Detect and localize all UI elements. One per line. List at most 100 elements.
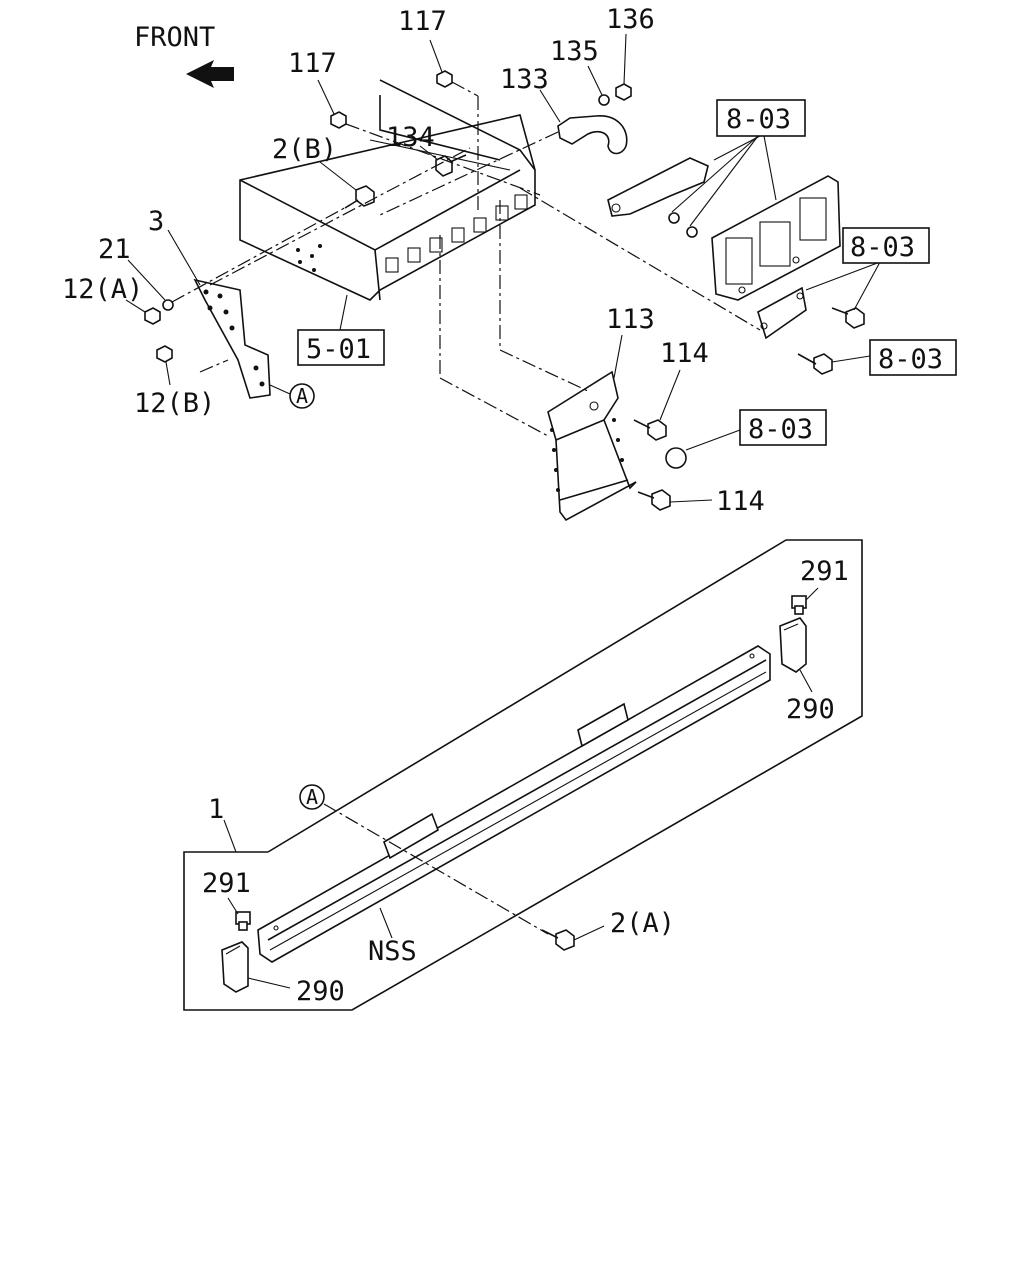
- bracket-3: [193, 278, 271, 399]
- rubber-stopper-291-left: [235, 911, 251, 931]
- cap-grommet: [665, 447, 687, 469]
- svg-text:8-03: 8-03: [878, 344, 943, 375]
- nut-136: [615, 83, 632, 101]
- callout-12a: 12(A): [62, 274, 143, 305]
- leader-8-03-a: [671, 135, 759, 213]
- callout-136: 136: [606, 4, 655, 35]
- leader-113: [613, 334, 623, 379]
- step-assembly-outline: [183, 539, 863, 1011]
- callout-117-top: 117: [398, 6, 447, 37]
- leader-a-upper: [269, 384, 291, 395]
- lamp-bolt-upper: [831, 307, 865, 329]
- ref-box-8-03-right: 8-03: [842, 227, 930, 264]
- leader-8-03-f: [853, 261, 881, 311]
- callout-21: 21: [98, 234, 131, 265]
- rubber-stopper-291-right: [791, 595, 807, 615]
- leader-134: [419, 145, 439, 161]
- front-arrow-icon: [186, 60, 234, 88]
- leader-12b: [165, 361, 171, 386]
- callout-134: 134: [386, 122, 435, 153]
- callout-3: 3: [148, 206, 164, 237]
- lamp-bracket: [607, 157, 709, 217]
- callout-117-left: 117: [288, 48, 337, 79]
- leader-8-03-e: [805, 261, 881, 291]
- callout-1: 1: [208, 794, 224, 825]
- ref-box-8-03-top: 8-03: [716, 99, 806, 137]
- leader-117-left: [317, 79, 335, 115]
- bolt-114-lower: [637, 489, 671, 511]
- callout-nss: NSS: [368, 936, 417, 967]
- leader-2a: [573, 925, 605, 941]
- leader-291-right: [805, 587, 819, 601]
- marker-a-lower: A: [299, 784, 325, 810]
- callout-113: 113: [606, 304, 655, 335]
- tow-hook-133: [557, 115, 628, 155]
- callout-114-upper: 114: [660, 338, 709, 369]
- leader-nss: [379, 907, 393, 939]
- leader-133: [539, 89, 561, 123]
- front-label: FRONT: [134, 22, 215, 53]
- lamp-bolt-lower: [797, 353, 833, 375]
- step-bracket-113: [547, 370, 637, 522]
- leader-114-lower: [669, 499, 713, 503]
- callout-2b: 2(B): [272, 134, 337, 165]
- leader-114-upper: [659, 369, 681, 421]
- ref-box-5-01: 5-01: [297, 329, 385, 366]
- leader-8-03-b: [689, 135, 759, 227]
- svg-text:A: A: [306, 785, 318, 809]
- leader-8-03-g: [831, 355, 871, 363]
- leader-21: [127, 259, 166, 301]
- svg-text:A: A: [296, 384, 308, 408]
- assembly-centre-lines: [171, 81, 761, 437]
- washer-135: [598, 94, 610, 106]
- ref-box-8-03-middle: 8-03: [869, 339, 957, 376]
- frame-rail: [239, 79, 536, 301]
- leader-136: [623, 33, 627, 85]
- callout-12b: 12(B): [134, 388, 215, 419]
- svg-text:8-03: 8-03: [850, 232, 915, 263]
- callout-290-left: 290: [296, 976, 345, 1007]
- callout-114-lower: 114: [716, 486, 765, 517]
- bolt-114-upper: [633, 419, 667, 441]
- svg-text:8-03: 8-03: [748, 414, 813, 445]
- centre-line-a-lower: [323, 803, 549, 935]
- leader-290-right: [799, 669, 813, 693]
- end-cap-290-left: [221, 941, 249, 993]
- lamp-plate: [757, 286, 807, 340]
- bolt-2a: [541, 929, 575, 951]
- callout-291-right: 291: [800, 556, 849, 587]
- callout-290-right: 290: [786, 694, 835, 725]
- leader-135: [587, 65, 603, 96]
- leader-8-03-c: [713, 135, 761, 161]
- svg-text:8-03: 8-03: [726, 104, 791, 135]
- nut-117-top: [436, 70, 453, 88]
- leader-8-03-h: [685, 429, 741, 451]
- leader-3: [167, 229, 201, 286]
- nut-117-left: [330, 111, 347, 129]
- frame-slots: [385, 194, 528, 273]
- washer-21: [162, 299, 174, 311]
- callout-133: 133: [500, 64, 549, 95]
- leader-2b: [319, 161, 357, 191]
- leader-5-01: [339, 294, 348, 331]
- nut-12b: [156, 345, 173, 363]
- marker-a-upper: A: [289, 383, 315, 409]
- lamp-washer-1: [668, 212, 680, 224]
- leader-1: [223, 819, 237, 853]
- callout-2a: 2(A): [610, 908, 675, 939]
- nut-12a: [144, 307, 161, 325]
- ref-box-8-03-lower: 8-03: [739, 409, 827, 446]
- rear-lamp: [711, 175, 841, 301]
- callout-135: 135: [550, 36, 599, 67]
- leader-291-left: [227, 897, 239, 915]
- leader-117-top: [429, 39, 443, 73]
- callout-291-left: 291: [202, 868, 251, 899]
- lamp-washer-2: [686, 226, 698, 238]
- svg-text:5-01: 5-01: [306, 334, 371, 365]
- leader-290-left: [247, 977, 291, 989]
- leader-8-03-d: [763, 135, 777, 201]
- leader-12a: [125, 299, 146, 313]
- end-cap-290-right: [779, 617, 807, 673]
